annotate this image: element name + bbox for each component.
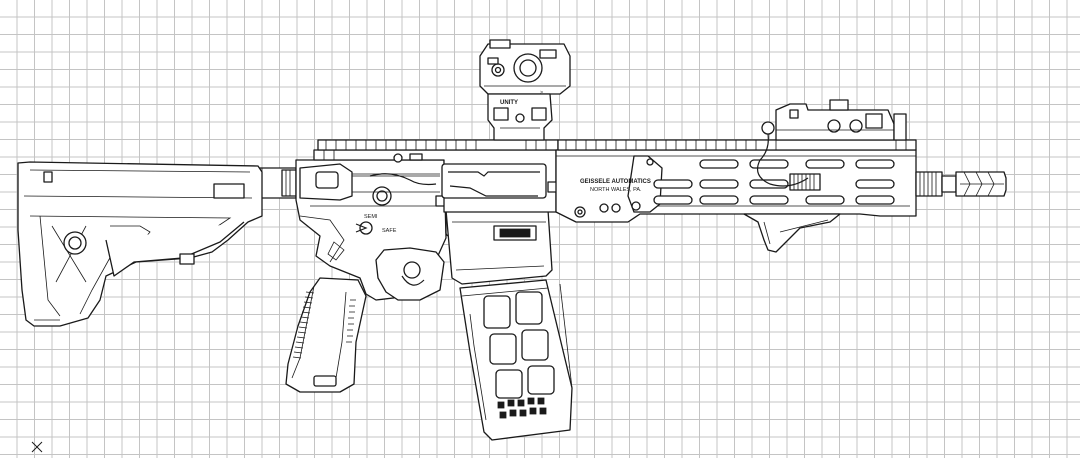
magazine-window-grid xyxy=(483,291,555,399)
upper-receiver xyxy=(299,139,559,213)
pistol-grip xyxy=(285,277,367,393)
magazine xyxy=(445,209,573,441)
grip-texture xyxy=(292,291,356,359)
manufacturer-mark-line1: GEISSELE AUTOMATICS xyxy=(580,179,651,185)
selector-label-safe: SAFE xyxy=(382,228,397,234)
manufacturer-mark-line2: NORTH WALES, PA. xyxy=(590,187,642,193)
foregrip xyxy=(743,213,841,253)
red-dot-optic xyxy=(479,39,571,95)
optic-mount: UNITY ≥ xyxy=(487,90,553,141)
top-rail-slots xyxy=(325,140,547,150)
handguard: GEISSELE AUTOMATICS NORTH WALES, PA. xyxy=(555,139,917,223)
stock xyxy=(17,161,263,327)
handguard-rail-slots xyxy=(565,140,907,150)
x-cross-icon xyxy=(31,441,43,453)
mlok-slots xyxy=(653,159,895,205)
selector-label-semi: SEMI xyxy=(364,214,378,220)
light-module xyxy=(757,99,907,187)
barrel xyxy=(915,171,957,197)
optic-mount-mark: ≥ xyxy=(540,90,543,96)
magazine-texture xyxy=(497,397,547,419)
muzzle-device xyxy=(955,171,1007,197)
optic-mount-label: UNITY xyxy=(500,100,518,106)
